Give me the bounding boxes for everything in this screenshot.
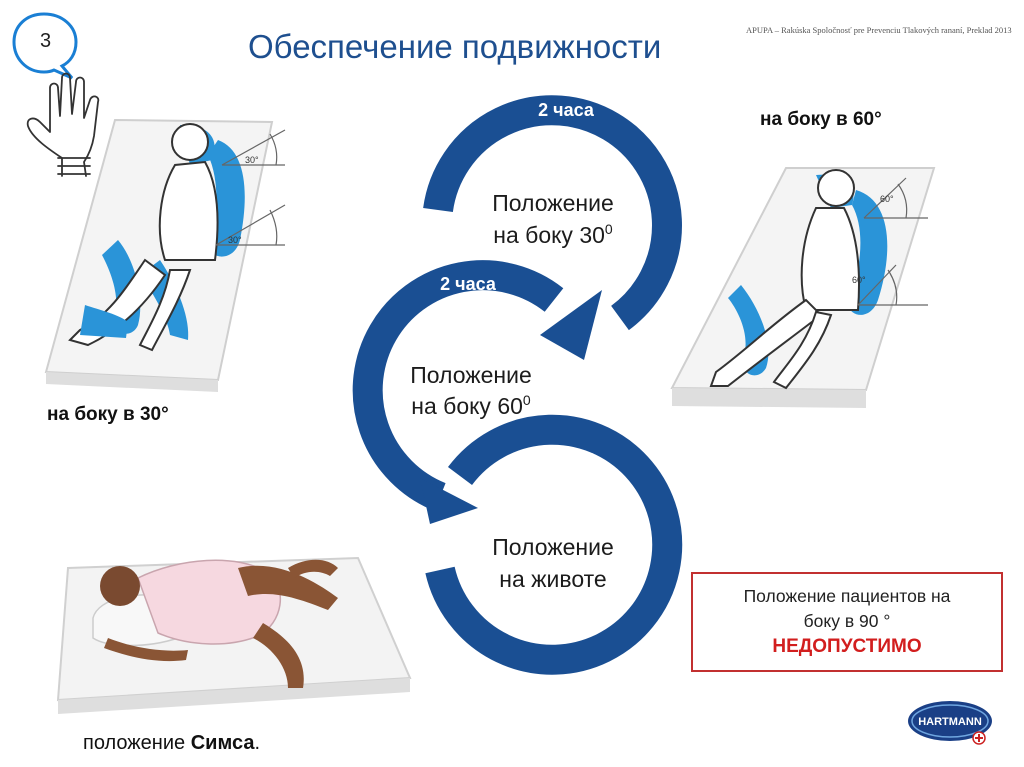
cycle-ring-2	[352, 260, 564, 511]
cycle-ring-1	[423, 95, 682, 331]
cycle-interval-1: 2 часа	[538, 100, 595, 120]
warning-line-2: боку в 90 °	[803, 611, 891, 631]
cycle-step-1-line2: на боку 300	[493, 221, 613, 248]
warning-box: Положение пациентов на боку в 90 ° НЕДОП…	[691, 572, 1003, 672]
cycle-step-1-line1: Положение	[492, 190, 614, 216]
slide-number-bubble	[12, 12, 100, 177]
angle-mark-60-bottom: 60°	[852, 275, 866, 285]
cycle-step-2-line1: Положение	[410, 362, 532, 388]
repositioning-cycle-diagram: 2 часа 2 часа 2 часа Положение на боку 3…	[352, 95, 683, 675]
angle-mark-60-top: 60°	[880, 194, 894, 204]
page-title: Обеспечение подвижности	[248, 28, 662, 65]
angle-mark-30-bottom: 30°	[228, 235, 242, 245]
hartmann-logo: HARTMANN	[908, 701, 992, 745]
cycle-step-2-line2: на боку 600	[411, 392, 531, 419]
angle-mark-30-top: 30°	[245, 155, 259, 165]
illustration-side-60: 60° 60°	[670, 167, 936, 408]
caption-side-60: на боку в 60°	[760, 109, 882, 130]
cycle-ring-3	[425, 414, 683, 675]
cycle-arrow-1	[540, 290, 602, 360]
cycle-arrow-2	[420, 478, 478, 524]
logo-text: HARTMANN	[918, 716, 982, 728]
cycle-interval-3: 2 часа	[540, 447, 597, 467]
source-citation: APUPA – Rakúska Spoločnosť pre Prevenciu…	[746, 25, 1012, 35]
illustration-side-30: 30° 30°	[44, 118, 286, 392]
hand-icon	[26, 72, 100, 177]
cycle-interval-2: 2 часа	[440, 274, 497, 294]
caption-sims: положение Симса.	[83, 732, 261, 754]
warning-emphasis: НЕДОПУСТИМО	[772, 636, 922, 657]
illustration-sims	[38, 528, 413, 720]
cycle-step-3-line1: Положение	[492, 534, 614, 560]
cycle-step-3-line2: на животе	[499, 566, 606, 592]
warning-line-1: Положение пациентов на	[743, 586, 951, 606]
caption-side-30: на боку в 30°	[47, 404, 169, 425]
slide-number: 3	[40, 30, 52, 52]
